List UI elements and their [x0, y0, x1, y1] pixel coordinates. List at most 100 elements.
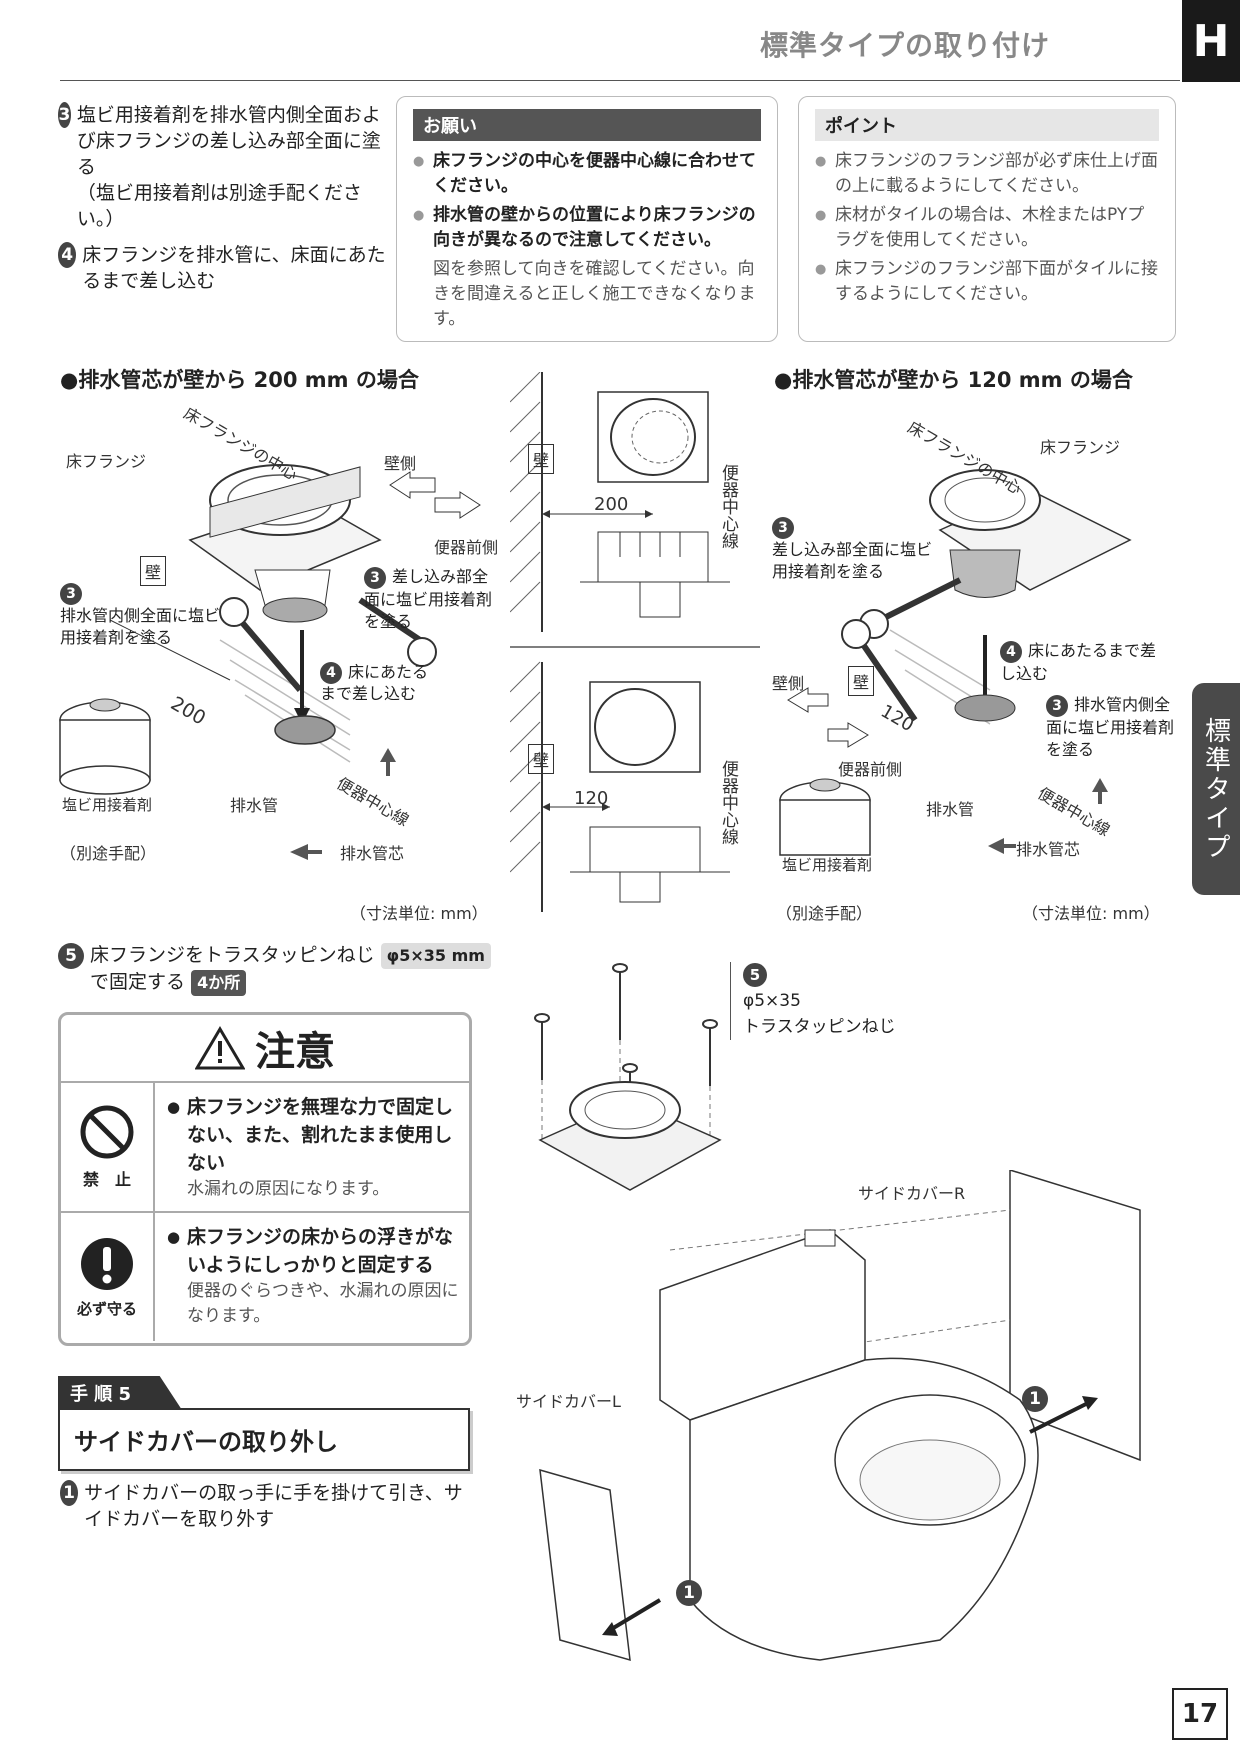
- step-4-text: 床フランジを排水管に、床面にあたるまで差し込む: [82, 244, 386, 292]
- exclamation-icon: [81, 1237, 133, 1290]
- step-5-text-a: 床フランジをトラスタッピンねじ: [90, 944, 375, 966]
- point-heading: ポイント: [815, 109, 1159, 141]
- label-unit: （寸法単位: mm）: [350, 904, 488, 923]
- label-drain-pipe: 排水管: [926, 800, 975, 819]
- flange-200-illustration: [59, 464, 481, 860]
- prohibit-main: 床フランジを無理な力で固定しない、また、割れたまま使用しない: [167, 1093, 459, 1177]
- must-main: 床フランジの床からの浮きがないようにしっかりと固定する: [167, 1223, 459, 1279]
- callout-text: 差し込み部全面に塩ビ用接着剤を塗る: [364, 567, 493, 631]
- point-item: 床材がタイルの場合は、木栓またはPYプラグを使用してください。: [815, 203, 1159, 253]
- request-item: 床フランジの中心を便器中心線に合わせてください。: [413, 149, 761, 199]
- prohibit-icon: [80, 1105, 134, 1159]
- callout-text: 床にあたるまで差し込む: [320, 662, 429, 704]
- label-wall-plan-120: 壁: [528, 744, 555, 774]
- callout-number: 3: [364, 566, 386, 589]
- label-side-cover-r: サイドカバーR: [858, 1184, 966, 1203]
- request-heading: お願い: [413, 109, 761, 141]
- page-header-title: 標準タイプの取り付け: [759, 29, 1050, 62]
- label-side-cover-l: サイドカバーL: [516, 1392, 621, 1411]
- label-wall: 壁: [140, 556, 167, 586]
- request-box: お願い 床フランジの中心を便器中心線に合わせてください。 排水管の壁からの位置に…: [396, 96, 778, 342]
- label-front-side: 便器前側: [838, 760, 903, 779]
- plan-views: [510, 372, 760, 912]
- flange-120-illustration: [779, 469, 1132, 856]
- callout-text: 排水管内側全面に塩ビ用接着剤を塗る: [1046, 695, 1175, 759]
- label-front-side: 便器前側: [434, 538, 499, 557]
- count-badge: 4か所: [191, 970, 247, 996]
- screw-spec-badge: φ5×35 mm: [380, 943, 491, 969]
- page-number: 17: [1172, 1688, 1228, 1740]
- screw-flange-illustration: [534, 963, 722, 1191]
- label-pipe-core: 排水管芯: [1016, 840, 1081, 859]
- label-drain-pipe: 排水管: [230, 796, 279, 815]
- side-index-tab: 標準タイプ: [1192, 683, 1240, 895]
- label-pipe-core: 排水管芯: [340, 844, 405, 863]
- label-flange: 床フランジ: [66, 452, 147, 471]
- caution-prohibit-row: 禁 止 床フランジを無理な力で固定しない、また、割れたまま使用しない 水漏れの原…: [61, 1083, 469, 1213]
- label-flange: 床フランジ: [1040, 438, 1121, 457]
- caution-box: 注意 禁 止 床フランジを無理な力で固定しない、また、割れたまま使用しない 水漏…: [58, 1012, 472, 1346]
- warning-triangle-icon: [195, 1026, 245, 1070]
- screw-label: 5 φ5×35 トラスタッピンねじ: [730, 962, 896, 1040]
- callout-number: 5: [743, 963, 767, 987]
- label-wall: 壁: [848, 666, 875, 696]
- header-rule: [60, 80, 1180, 81]
- step-3-text: 塩ビ用接着剤を排水管内側全面および床フランジの差し込み部全面に塗る: [76, 104, 381, 178]
- callout-number: 4: [320, 662, 342, 684]
- arrow-l-number: 1: [676, 1580, 702, 1606]
- request-note: 図を参照して向きを確認してください。向きを間違えると正しく施工できなくなります。: [433, 259, 756, 329]
- callout-number: 3: [1046, 694, 1068, 717]
- procedure-tag: 手 順 5: [58, 1376, 182, 1410]
- label-wall-side: 壁側: [772, 674, 805, 693]
- step-5: 5 床フランジをトラスタッピンねじ φ5×35 mm で固定する 4か所: [58, 942, 498, 996]
- screw-name: トラスタッピンねじ: [743, 1017, 896, 1037]
- label-separate: （別途手配）: [60, 844, 157, 863]
- must-label: 必ず守る: [76, 1299, 137, 1318]
- step-number: 1: [60, 1480, 79, 1506]
- dim-200-plan: 200: [594, 494, 629, 515]
- procedure-step-1: 1 サイドカバーの取っ手に手を掛けて引き、サイドカバーを取り外す: [60, 1480, 480, 1532]
- arrow-r-number: 1: [1022, 1386, 1048, 1412]
- step-number: 5: [58, 942, 84, 969]
- label-adhesive: 塩ビ用接着剤: [62, 796, 153, 814]
- procedure-title: サイドカバーの取り外し: [58, 1408, 470, 1471]
- must-sub: 便器のぐらつきや、水漏れの原因になります。: [187, 1281, 459, 1326]
- label-centerline-plan-120: 便器中心線: [718, 760, 738, 845]
- label-separate: （別途手配）: [776, 904, 873, 923]
- label-wall-plan: 壁: [528, 444, 555, 474]
- label-adhesive: 塩ビ用接着剤: [782, 856, 873, 874]
- prohibit-label: 禁 止: [82, 1170, 131, 1189]
- callout-text: 床にあたるまで差し込む: [1000, 641, 1157, 683]
- step-3: 3 塩ビ用接着剤を排水管内側全面および床フランジの差し込み部全面に塗る （塩ビ用…: [58, 102, 388, 232]
- diagram-200-title: ●排水管芯が壁から 200 mm の場合: [60, 368, 419, 392]
- step-number: 3: [58, 102, 71, 128]
- toilet-side-cover-illustration: [539, 1170, 1141, 1662]
- caution-title: 注意: [255, 1029, 335, 1075]
- prohibit-cell: 禁 止: [61, 1083, 155, 1211]
- procedure-step-text: サイドカバーの取っ手に手を掛けて引き、サイドカバーを取り外す: [84, 1482, 463, 1530]
- dim-120-plan: 120: [574, 788, 609, 809]
- callout-number: 3: [60, 582, 82, 605]
- diagram-120-title: ●排水管芯が壁から 120 mm の場合: [774, 368, 1133, 392]
- screw-spec: φ5×35: [743, 991, 801, 1011]
- step-5-text-b: で固定する: [90, 971, 186, 993]
- step-3-note: （塩ビ用接着剤は別途手配ください。）: [76, 182, 362, 230]
- caution-must-row: 必ず守る 床フランジの床からの浮きがないようにしっかりと固定する 便器のぐらつき…: [61, 1213, 469, 1341]
- must-cell: 必ず守る: [61, 1213, 155, 1341]
- label-centerline-plan: 便器中心線: [718, 464, 738, 549]
- prohibit-sub: 水漏れの原因になります。: [187, 1179, 390, 1199]
- request-item: 排水管の壁からの位置により床フランジの向きが異なるので注意してください。: [413, 203, 761, 253]
- callout-text: 差し込み部全面に塩ビ用接着剤を塗る: [772, 539, 933, 581]
- step-number: 4: [58, 242, 77, 268]
- point-item: 床フランジのフランジ部が必ず床仕上げ面の上に載るようにしてください。: [815, 149, 1159, 199]
- callout-text: 排水管内側全面に塩ビ用接着剤を塗る: [60, 605, 221, 647]
- label-wall-side: 壁側: [384, 454, 417, 473]
- step-4: 4 床フランジを排水管に、床面にあたるまで差し込む: [58, 242, 388, 294]
- point-item: 床フランジのフランジ部下面がタイルに接するようにしてください。: [815, 257, 1159, 307]
- callout-number: 3: [772, 516, 794, 539]
